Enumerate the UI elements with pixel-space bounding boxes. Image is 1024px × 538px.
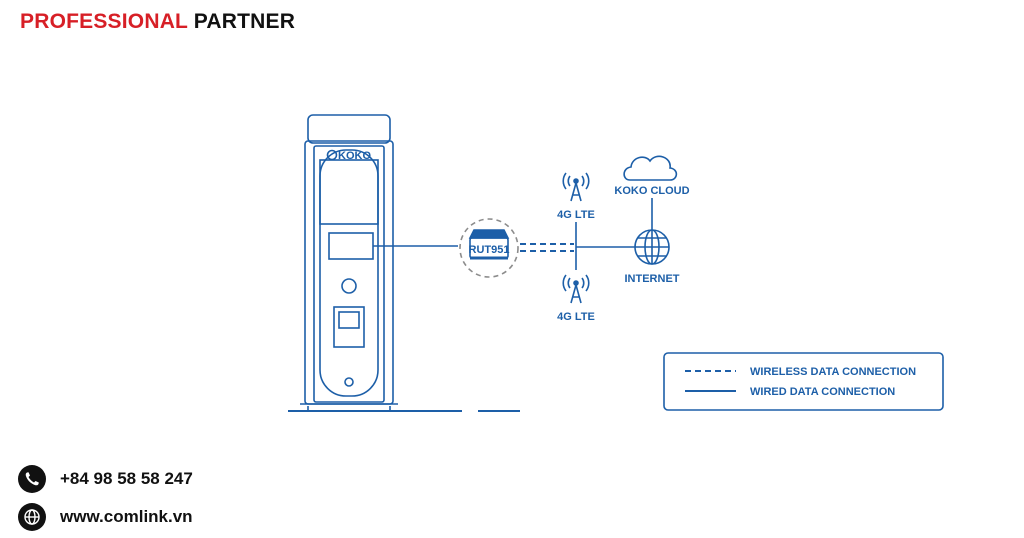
koko-logo-icon (326, 149, 338, 161)
phone-number[interactable]: +84 98 58 58 247 (60, 469, 193, 488)
router-label: RUT951 (469, 244, 510, 256)
cell-tower-top-icon (562, 172, 590, 202)
router-rut951-icon (468, 229, 510, 260)
legend-box (663, 352, 944, 411)
header-word-professional: PROFESSIONAL (20, 10, 188, 33)
ev-charger-illustration (300, 114, 398, 410)
contact-website: www.comlink.vn (18, 503, 193, 531)
page-header: PROFESSIONAL PARTNER (20, 10, 295, 34)
cell-tower-bottom-icon (562, 274, 590, 304)
contact-phone: +84 98 58 58 247 (18, 465, 193, 493)
tower-bottom-label: 4G LTE (557, 311, 595, 323)
legend-wireless-label: WIRELESS DATA CONNECTION (750, 366, 916, 378)
website-link[interactable]: www.comlink.vn (60, 507, 193, 526)
tower-top-label: 4G LTE (557, 209, 595, 221)
cloud-icon (623, 155, 678, 181)
globe-icon (18, 503, 46, 531)
globe-internet-icon (634, 229, 670, 265)
phone-icon (18, 465, 46, 493)
router-highlight (459, 218, 519, 278)
cloud-label: KOKO CLOUD (614, 185, 689, 197)
internet-label: INTERNET (625, 273, 680, 285)
header-word-partner: PARTNER (193, 10, 296, 33)
legend-wired-label: WIRED DATA CONNECTION (750, 386, 895, 398)
charger-brand-label: KOKO (338, 150, 371, 162)
